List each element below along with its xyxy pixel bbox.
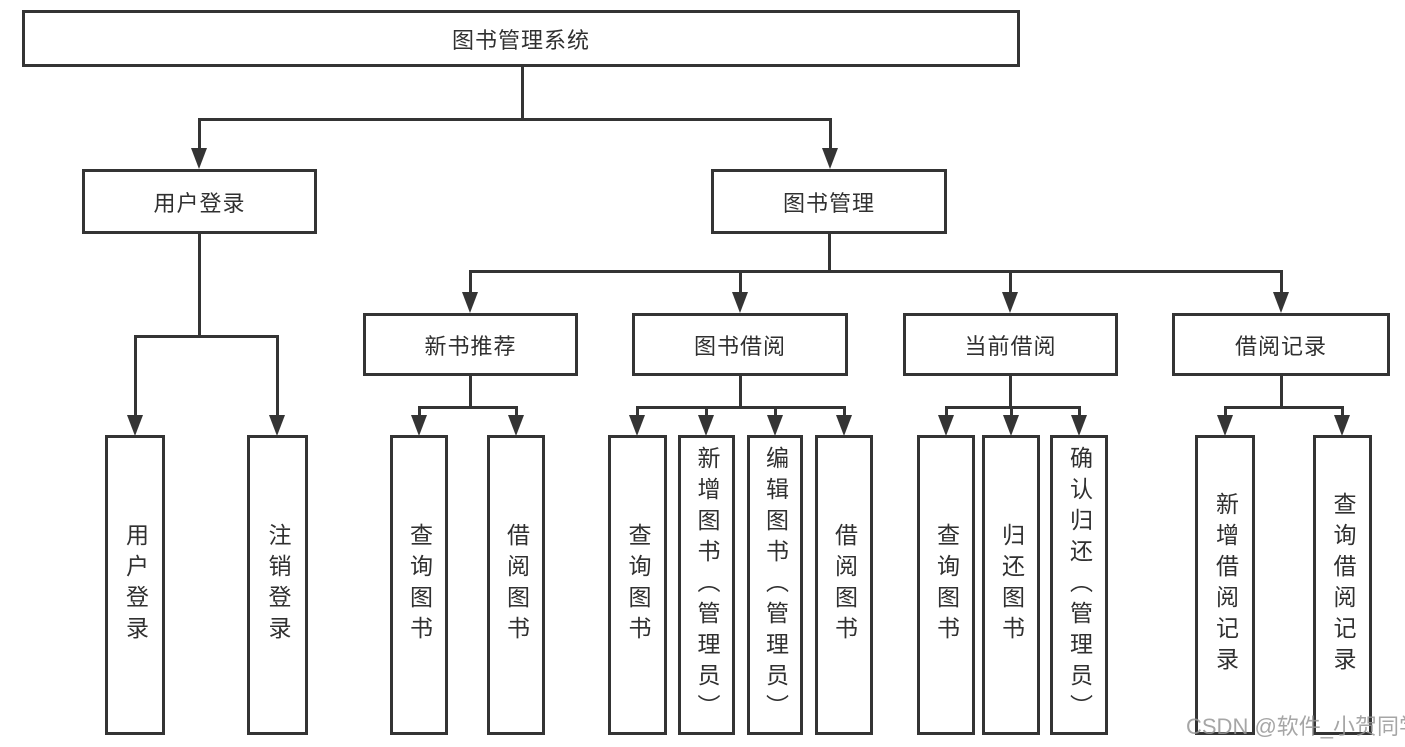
connector-line <box>1279 376 1283 409</box>
arrow-down-icon <box>269 415 285 436</box>
leaf-label: 借阅图书 <box>831 523 858 647</box>
node-label: 新书推荐 <box>424 333 517 359</box>
arrow-down-icon <box>822 148 838 169</box>
connector-line <box>704 406 708 417</box>
leaf-label: 新增借阅记录 <box>1212 492 1239 678</box>
leaf-br-query-record: 查询借阅记录 <box>1313 435 1372 735</box>
connector-line <box>197 234 201 338</box>
arrow-down-icon <box>1003 415 1019 436</box>
leaf-label: 归还图书 <box>998 523 1025 647</box>
leaf-label: 注销登录 <box>265 523 291 647</box>
connector-line <box>828 118 832 150</box>
node-new-book-recommend: 新书推荐 <box>363 313 578 376</box>
arrow-down-icon <box>1217 415 1233 436</box>
connector-line <box>635 406 846 409</box>
leaf-logout: 注销登录 <box>247 435 308 735</box>
connector-line <box>197 118 832 121</box>
connector-line <box>1008 270 1012 294</box>
arrow-down-icon <box>698 415 714 436</box>
node-borrow-record: 借阅记录 <box>1172 313 1390 376</box>
leaf-nb-borrow-book: 借阅图书 <box>487 435 545 735</box>
leaf-user-login: 用户登录 <box>105 435 165 735</box>
connector-line <box>635 406 639 417</box>
leaf-nb-query-book: 查询图书 <box>390 435 448 735</box>
leaf-cb-confirm-return-admin: 确认归还（管理员） <box>1050 435 1108 735</box>
node-current-borrow: 当前借阅 <box>903 313 1118 376</box>
node-book-borrow: 图书借阅 <box>632 313 848 376</box>
leaf-bb-borrow-book: 借阅图书 <box>815 435 873 735</box>
leaf-cb-return-book: 归还图书 <box>982 435 1040 735</box>
leaf-cb-query-book: 查询图书 <box>917 435 975 735</box>
leaf-label: 借阅图书 <box>503 523 530 647</box>
connector-line <box>842 406 846 417</box>
node-label: 图书借阅 <box>693 333 786 359</box>
leaf-label: 查询图书 <box>406 523 433 647</box>
node-label: 当前借阅 <box>964 333 1057 359</box>
connector-line <box>1340 406 1344 417</box>
leaf-label: 用户登录 <box>122 523 149 647</box>
arrow-down-icon <box>1334 415 1350 436</box>
connector-line <box>133 335 137 416</box>
connector-line <box>827 234 831 272</box>
connector-line <box>468 270 1283 273</box>
connector-line <box>1223 406 1227 417</box>
connector-line <box>738 270 742 294</box>
arrow-down-icon <box>191 148 207 169</box>
arrow-down-icon <box>462 292 478 313</box>
connector-line <box>275 335 279 416</box>
node-library-management-system: 图书管理系统 <box>22 10 1020 67</box>
leaf-bb-edit-book-admin: 编辑图书（管理员） <box>747 435 803 735</box>
node-user-login: 用户登录 <box>82 169 317 234</box>
leaf-label: 编辑图书（管理员） <box>762 445 789 725</box>
arrow-down-icon <box>1071 415 1087 436</box>
connector-line <box>417 406 421 417</box>
arrow-down-icon <box>1273 292 1289 313</box>
arrow-down-icon <box>508 415 524 436</box>
leaf-bb-query-book: 查询图书 <box>608 435 667 735</box>
arrow-down-icon <box>732 292 748 313</box>
node-label: 图书管理系统 <box>451 27 590 53</box>
arrow-down-icon <box>629 415 645 436</box>
connector-line <box>468 270 472 294</box>
connector-line <box>773 406 777 417</box>
arrow-down-icon <box>938 415 954 436</box>
arrow-down-icon <box>411 415 427 436</box>
connector-line <box>520 67 524 120</box>
connector-line <box>1223 406 1344 409</box>
connector-line <box>417 406 518 409</box>
leaf-label: 查询借阅记录 <box>1330 492 1356 678</box>
connector-line <box>1009 406 1013 417</box>
csdn-watermark: CSDN @软件_小贺同学 <box>1186 714 1405 739</box>
arrow-down-icon <box>836 415 852 436</box>
leaf-br-add-record: 新增借阅记录 <box>1195 435 1255 735</box>
node-label: 用户登录 <box>153 190 246 216</box>
arrow-down-icon <box>767 415 783 436</box>
leaf-label: 确认归还（管理员） <box>1066 445 1093 725</box>
connector-line <box>468 376 472 409</box>
connector-line <box>944 406 1081 409</box>
connector-line <box>1008 376 1012 409</box>
arrow-down-icon <box>1002 292 1018 313</box>
leaf-label: 查询图书 <box>933 523 960 647</box>
connector-line <box>133 335 279 338</box>
node-book-management: 图书管理 <box>711 169 947 234</box>
node-label: 图书管理 <box>782 190 875 216</box>
connector-line <box>197 118 201 150</box>
connector-line <box>738 376 742 409</box>
arrow-down-icon <box>127 415 143 436</box>
leaf-label: 新增图书（管理员） <box>694 445 720 725</box>
node-label: 借阅记录 <box>1234 333 1327 359</box>
connector-line <box>514 406 518 417</box>
connector-line <box>944 406 948 417</box>
leaf-bb-add-book-admin: 新增图书（管理员） <box>678 435 735 735</box>
leaf-label: 查询图书 <box>625 523 651 647</box>
connector-line <box>1077 406 1081 417</box>
connector-line <box>1279 270 1283 294</box>
